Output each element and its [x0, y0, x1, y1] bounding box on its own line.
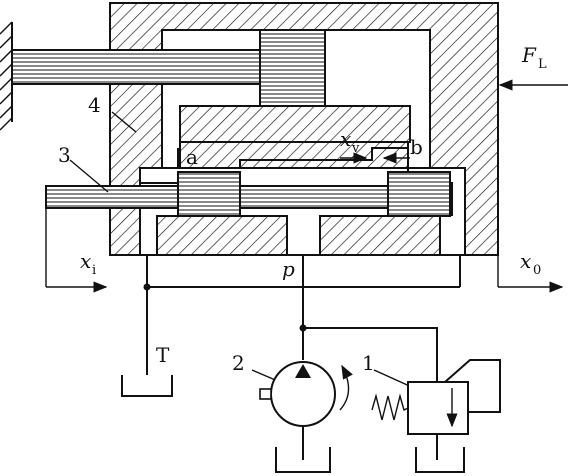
label-p: p: [282, 257, 295, 281]
label-3: 3: [58, 143, 71, 167]
label-a: a: [186, 145, 198, 169]
spool-land-left: [177, 171, 241, 217]
label-F: F: [521, 43, 537, 67]
label-1: 1: [362, 351, 375, 375]
relief-valve: [371, 359, 501, 473]
fixed-wall: [0, 21, 13, 131]
piston-rod: [11, 49, 263, 85]
leader-4: [111, 111, 137, 133]
label-xi-sub: i: [92, 263, 96, 278]
label-2: 2: [232, 351, 245, 375]
x0-indicator: [497, 255, 564, 293]
valve-body: [109, 2, 499, 256]
xi-indicator: [45, 208, 108, 293]
label-F-sub: L: [538, 57, 547, 72]
label-xv-sub: v: [351, 141, 360, 156]
spool-land-right: [387, 171, 451, 217]
label-xi: x: [80, 249, 91, 273]
leader-3: [69, 159, 109, 193]
label-x0: x: [520, 249, 531, 273]
label-T: T: [156, 343, 170, 367]
label-xv: x: [340, 127, 351, 151]
label-4: 4: [88, 93, 101, 117]
cylinder-piston: [259, 29, 326, 107]
label-x0-sub: 0: [533, 263, 541, 278]
sleeve-land-left: [156, 215, 288, 256]
pump: [259, 361, 353, 473]
spool-rod: [45, 185, 447, 209]
sleeve-land-right: [319, 215, 441, 256]
tank-t: [121, 375, 173, 397]
hydraulic-lines: [143, 255, 461, 382]
label-b: b: [410, 135, 423, 159]
